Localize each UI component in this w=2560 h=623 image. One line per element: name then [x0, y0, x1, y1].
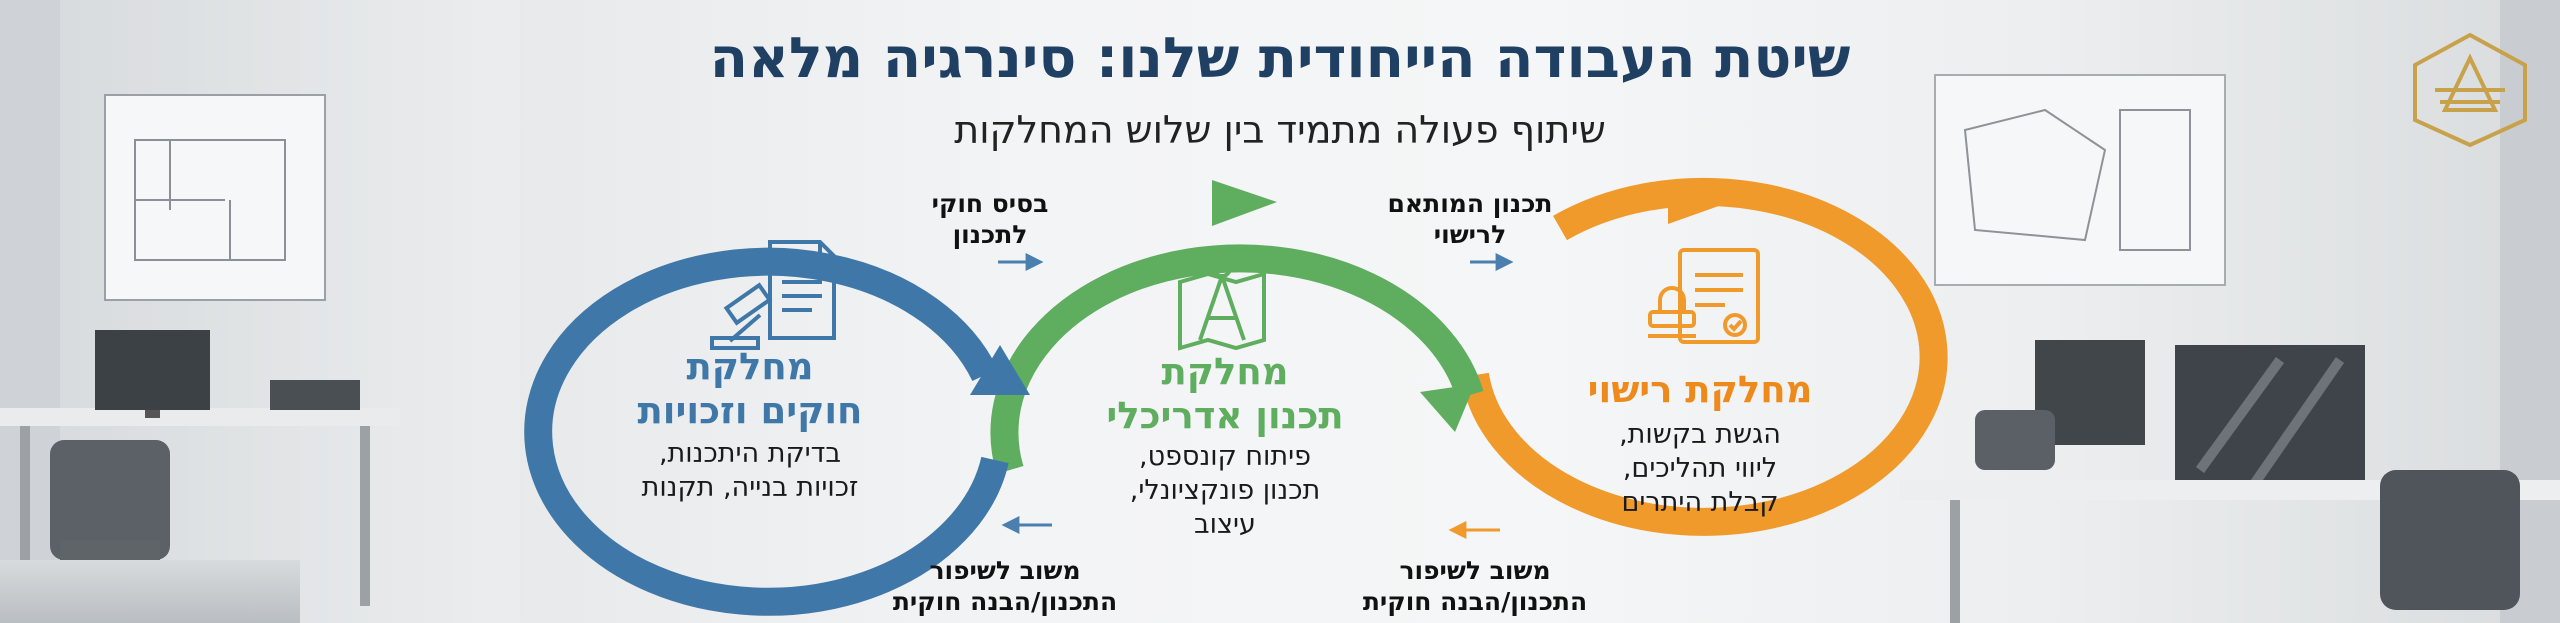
flow-label-arch-feedback: משוב לשיפור התכנון/הבנה חוקית — [892, 556, 1118, 616]
legal-dept-description: בדיקת היתכנות, זכויות בנייה, תקנות — [641, 438, 859, 503]
compass-blueprint-icon — [1178, 258, 1266, 351]
page-subtitle: שיתוף פעולה מתמיד בין שלוש המחלקות — [954, 108, 1606, 152]
legal-ring — [524, 247, 1030, 616]
flow-label-licensing-feedback: משוב לשיפור התכנון/הבנה חוקית — [1362, 556, 1588, 616]
legal-dept-name: מחלקת חוקים וזכויות — [637, 345, 863, 432]
page-title: שיטת העבודה הייחודית שלנו: סינרגיה מלאה — [709, 26, 1851, 91]
gavel-document-icon — [710, 240, 836, 350]
flow-label-legal-to-arch: בסיס חוקי לתכנון — [931, 189, 1049, 249]
architecture-dept-description: פיתוח קונספט, תכנון פונקציונלי, עיצוב — [1129, 441, 1321, 540]
architecture-dept-name: מחלקת תכנון אדריכלי — [1106, 350, 1344, 437]
company-logo — [2413, 32, 2527, 148]
flow-label-arch-to-licensing: תכנון המותאם לרישוי — [1387, 189, 1553, 249]
licensing-dept-description: הגשת בקשות, ליווי תהליכים, קבלת היתרים — [1619, 419, 1781, 518]
licensing-dept-name: מחלקת רישוי — [1587, 368, 1813, 411]
licensing-ring — [1461, 177, 1948, 536]
stamp-certificate-icon — [1648, 248, 1760, 344]
